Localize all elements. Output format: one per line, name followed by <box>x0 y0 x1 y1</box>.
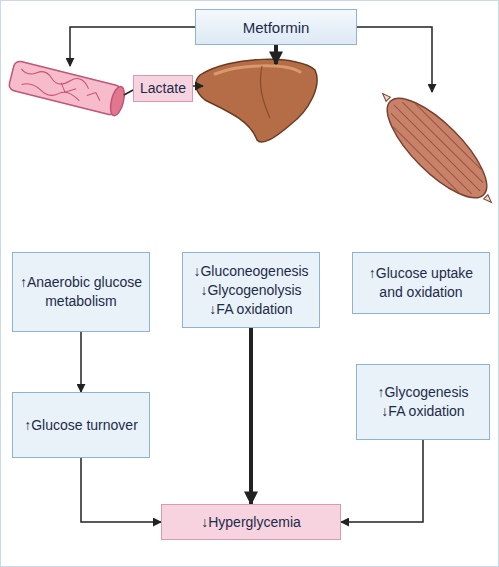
box-text: ↓FA oxidation <box>381 402 464 421</box>
pointer-line <box>357 27 432 92</box>
process-box: ↓Gluconeogenesis↓Glycogenolysis↓FA oxida… <box>182 252 320 328</box>
box-text: ↑Glucose turnover <box>24 416 138 435</box>
process-box: ↑Anaerobic glucose metabolism <box>12 252 150 332</box>
pointer-line <box>274 45 278 64</box>
box-text: ↓Gluconeogenesis <box>193 262 308 281</box>
pointer-line <box>70 27 195 66</box>
box-text: ↓Glycogenolysis <box>200 281 301 300</box>
flow-arrow <box>341 440 423 522</box>
drug-box: Metformin <box>195 9 357 45</box>
box-text: ↓FA oxidation <box>209 300 292 319</box>
metabolite-box: Lactate <box>133 75 193 102</box>
process-box: ↑Glucose turnover <box>12 392 150 458</box>
box-text: ↓Hyperglycemia <box>201 513 301 532</box>
flow-arrow <box>249 328 253 504</box>
muscle <box>366 77 499 220</box>
outcome-box: ↓Hyperglycemia <box>161 504 341 540</box>
box-text: ↑Glycogenesis <box>377 383 468 402</box>
box-text: Metformin <box>243 18 310 37</box>
box-text: Lactate <box>140 79 186 98</box>
flow-arrow <box>81 458 161 522</box>
pointer-line <box>193 85 203 87</box>
process-box: ↑Glycogenesis↓FA oxidation <box>356 364 490 440</box>
liver <box>196 59 317 142</box>
box-text: ↑Anaerobic glucose metabolism <box>19 273 143 311</box>
pointer-line <box>124 90 133 95</box>
box-text: ↑Glucose uptake and oxidation <box>359 264 483 302</box>
blood-vessel <box>8 60 127 117</box>
flow-arrow <box>80 332 82 392</box>
process-box: ↑Glucose uptake and oxidation <box>352 252 490 314</box>
